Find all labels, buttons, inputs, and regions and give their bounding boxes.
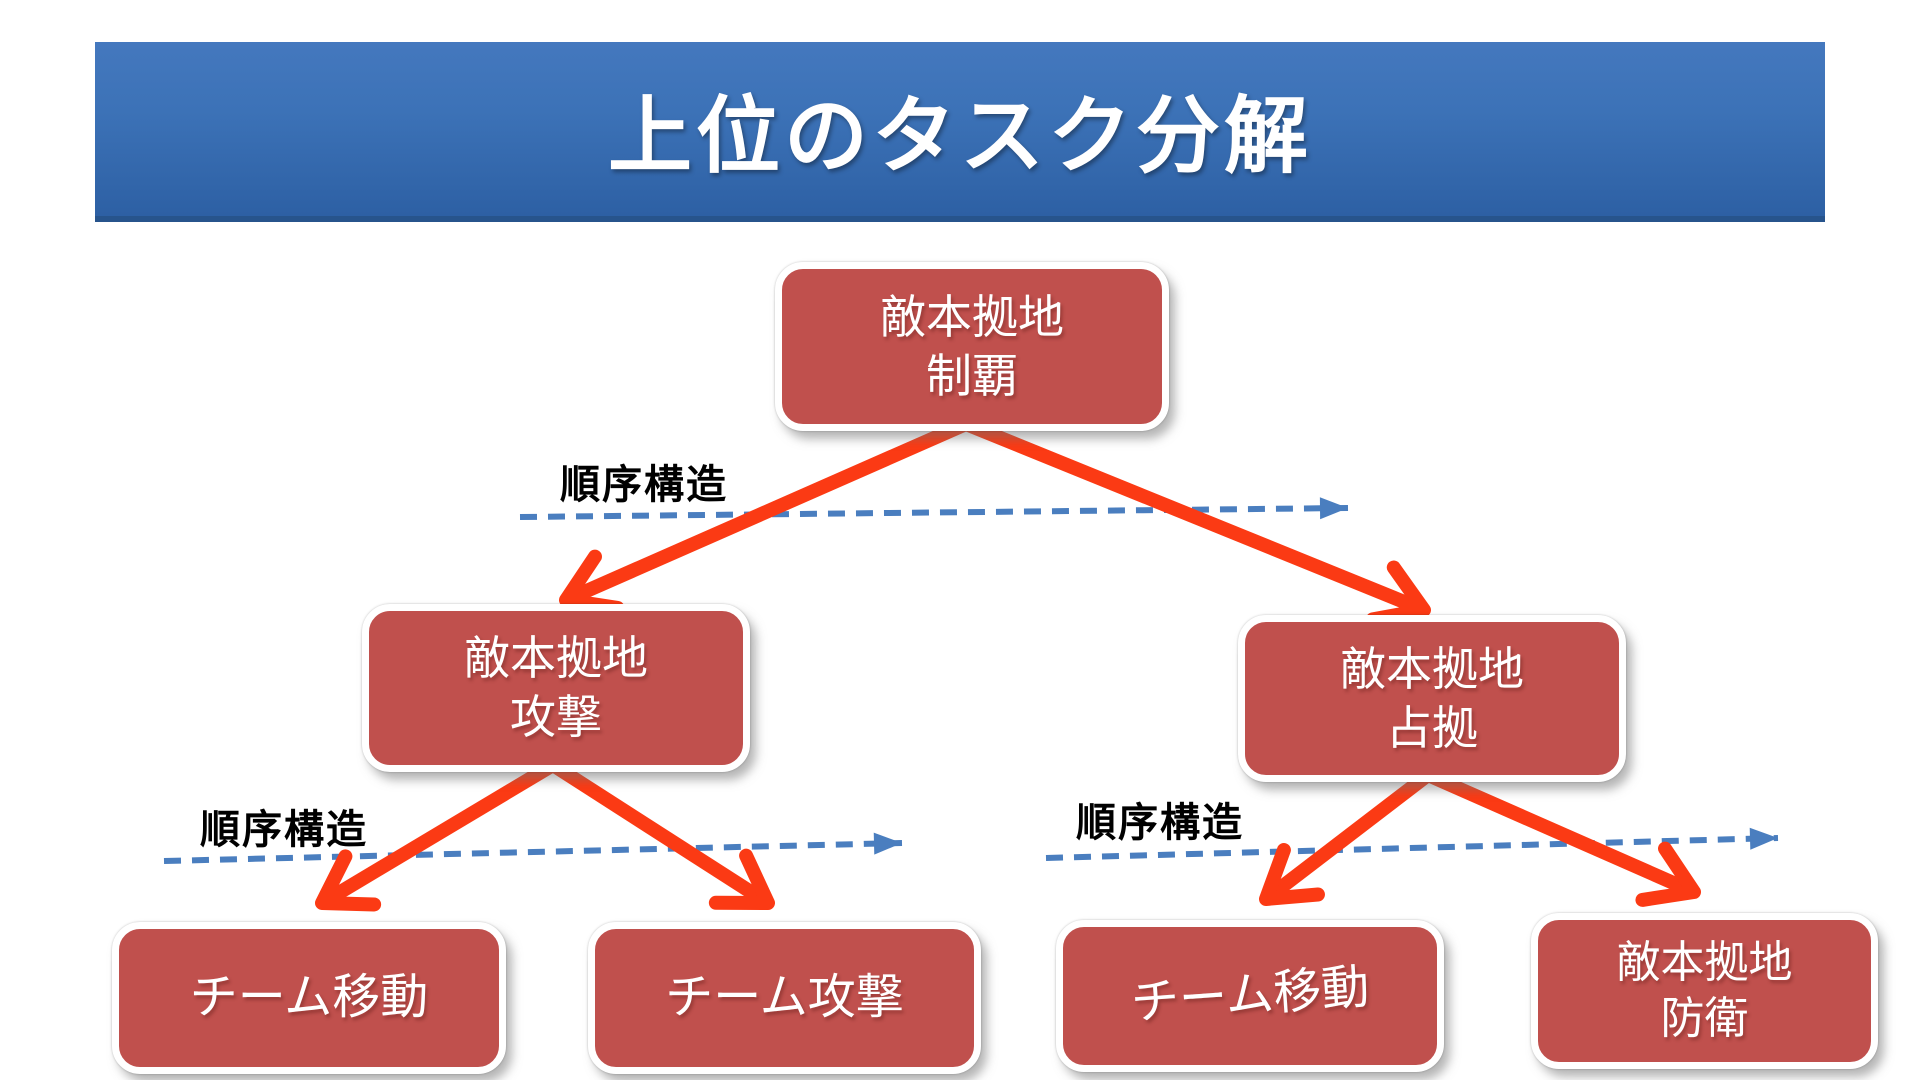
node-label-line: 攻撃 [510,691,602,743]
sequence-structure-label-left: 順序構造 [200,808,368,852]
sequence-arrow-left [163,832,903,864]
sequence-arrow-right [1045,827,1779,861]
node-team-move-right: チーム移動 [1056,920,1444,1072]
node-team-move-left: チーム移動 [112,922,506,1074]
red-arrow-root-to-mid-right [963,417,1431,627]
node-label-line: チーム移動 [1129,961,1371,1031]
node-enemy-base-attack: 敵本拠地 攻撃 [362,604,750,772]
red-arrow-midleft-to-leaf1 [315,758,557,912]
node-label-line: 制覇 [926,349,1018,402]
node-team-attack: チーム攻撃 [588,922,981,1074]
node-label-line: 敵本拠地 [1616,937,1793,987]
node-enemy-base-defense: 敵本拠地 防衛 [1531,913,1878,1069]
node-label-line: チーム移動 [189,971,429,1025]
node-enemy-base-occupy: 敵本拠地 占拠 [1238,615,1626,782]
sequence-structure-label-top: 順序構造 [560,463,728,507]
red-arrow-root-to-mid-left [559,417,969,615]
node-label-line: 防衛 [1660,994,1749,1043]
node-label-line: 敵本拠地 [464,632,648,685]
node-label-line: 敵本拠地 [1340,642,1524,695]
node-enemy-base-conquest: 敵本拠地 制覇 [775,262,1169,431]
node-label-line: 占拠 [1386,701,1478,754]
sequence-structure-label-right: 順序構造 [1076,801,1244,845]
red-arrow-midleft-to-leaf2 [549,759,775,910]
red-arrow-midright-to-leaf4 [1425,768,1701,907]
page-title: 上位のタスク分解 [607,88,1312,183]
red-arrow-midright-to-leaf3 [1259,769,1433,906]
node-label-line: チーム攻撃 [665,971,904,1025]
node-label-line: 敵本拠地 [880,290,1064,343]
title-banner: 上位のタスク分解 [95,42,1825,222]
